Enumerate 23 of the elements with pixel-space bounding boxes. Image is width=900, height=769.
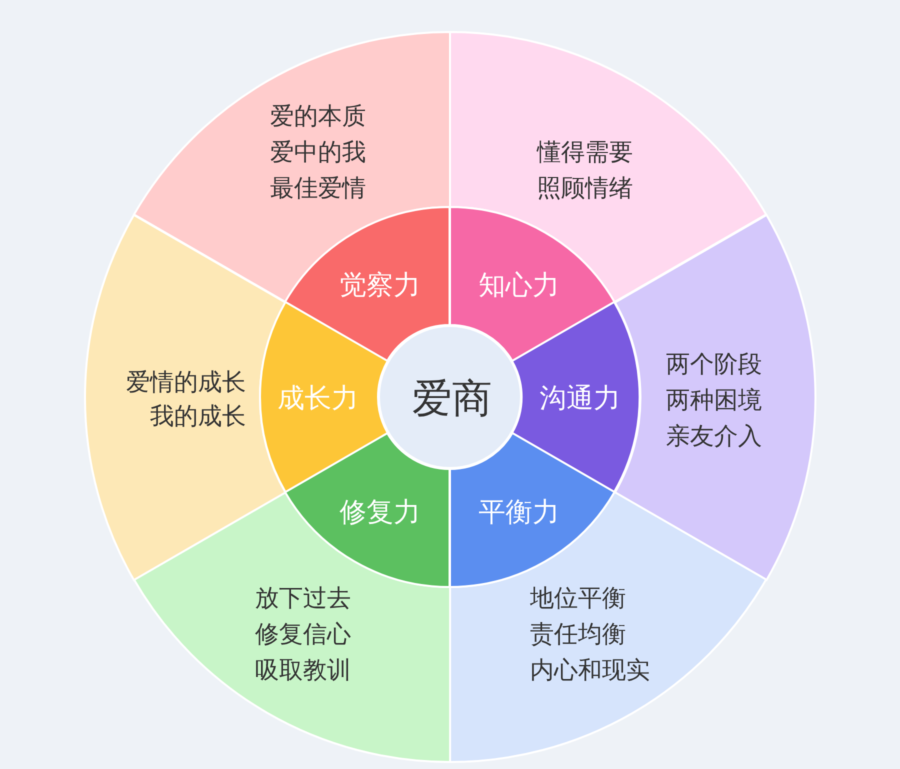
topic-text: 修复信心: [254, 622, 351, 646]
topic-text: 吸取教训: [254, 658, 351, 682]
topic-text: 内心和现实: [530, 658, 650, 682]
topic-text: 爱的本质: [270, 104, 366, 128]
sector-label: 成长力: [278, 384, 358, 412]
sector-label: 知心力: [478, 272, 560, 298]
topic-text: 懂得需要: [537, 140, 633, 164]
center-label: 爱商: [412, 379, 492, 419]
topic-text: 亲友介入: [666, 424, 762, 448]
sector-label: 觉察力: [339, 272, 420, 298]
topic-text: 两个阶段: [666, 352, 762, 376]
topic-text: 放下过去: [254, 586, 351, 610]
topic-text: 责任均衡: [530, 622, 626, 646]
topic-text: 地位平衡: [530, 586, 626, 610]
sector-label: 沟通力: [539, 384, 620, 412]
topic-text: 照顾情绪: [537, 176, 633, 200]
topic-text: 我的成长: [150, 404, 246, 428]
topic-text: 两种困境: [666, 388, 762, 412]
topic-text: 爱情的成长: [126, 370, 246, 394]
sector-label: 平衡力: [478, 498, 560, 526]
topic-text: 爱中的我: [270, 140, 366, 164]
topic-text: 最佳爱情: [270, 176, 366, 200]
sector-label: 修复力: [339, 498, 420, 526]
